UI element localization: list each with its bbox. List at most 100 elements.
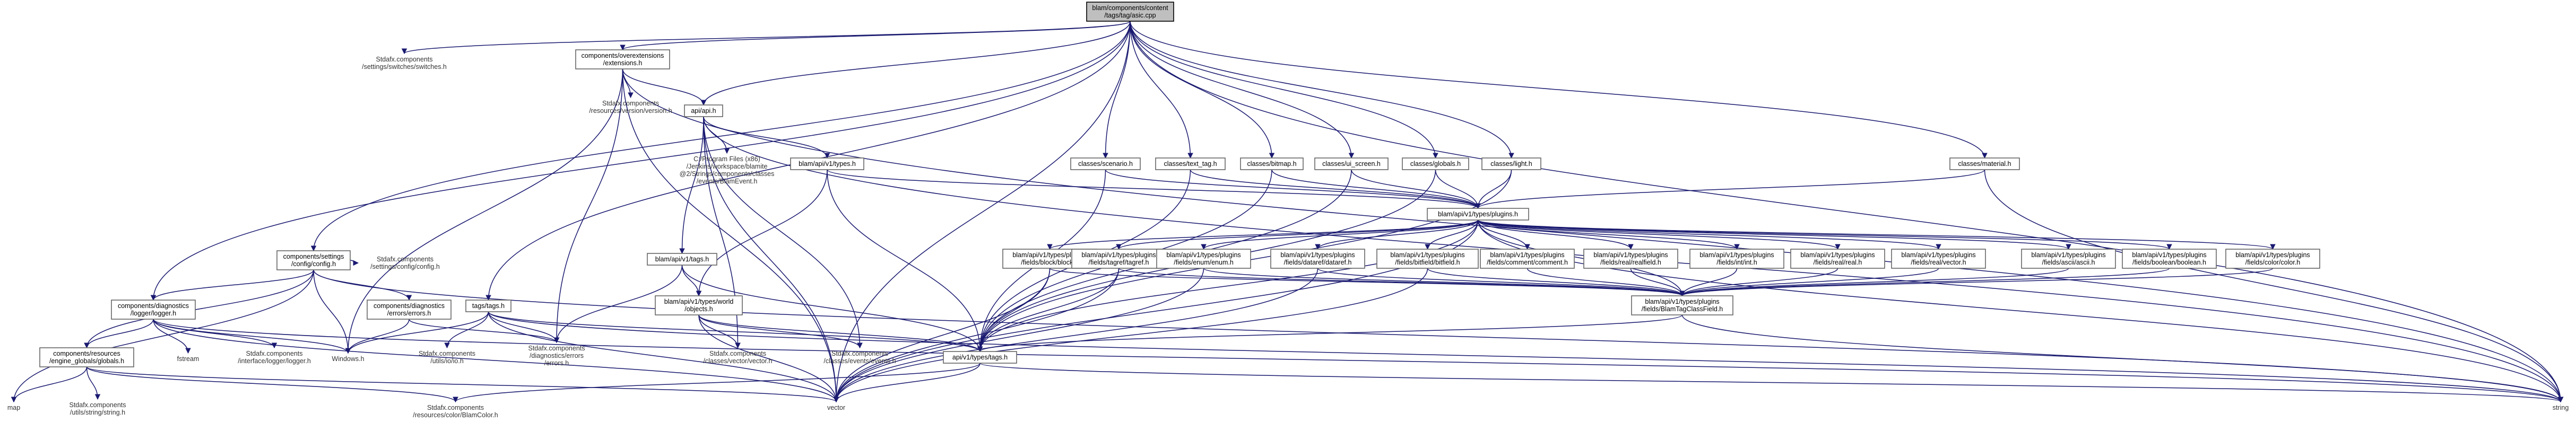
dependency-arrow [1130,21,1355,159]
node-globals[interactable]: classes/globals.h [1402,157,1469,170]
node-tagclassfield[interactable]: blam/api/v1/types/plugins/fields/BlamTag… [1631,295,1733,315]
dependency-arrow [1130,21,1988,159]
node-errorslib: Stdafx.components/diagnostics/errors/err… [528,345,585,367]
node-switches: Stdafx.components/settings/switches/swit… [362,56,447,71]
dependency-arrow [1425,219,1479,250]
node-f_bitfield[interactable]: blam/api/v1/types/plugins/fields/bitfiel… [1376,249,1479,269]
node-label-line: /utils/io/io.h [430,357,464,365]
node-world[interactable]: blam/api/v1/types/world/objects.h [655,295,743,315]
node-f_real[interactable]: blam/api/v1/types/plugins/fields/real/re… [1583,249,1678,269]
node-tagsh[interactable]: tags/tags.h [465,300,511,312]
dependency-arrow [1427,268,1685,297]
node-label-line: blam/api/v1/types/plugins [1280,251,1355,259]
node-material[interactable]: classes/material.h [1949,157,2020,170]
node-f_boolean[interactable]: blam/api/v1/types/plugins/fields/boolean… [2122,249,2217,269]
node-label-line: blam/api/v1/tags.h [655,256,709,263]
dependency-arrow [1047,219,1479,250]
dependency-arrow [444,311,489,349]
node-label-line: /config/config.h [291,260,336,268]
node-label-line: /fields/color/color.h [2245,259,2301,266]
node-label-line: /fields/BlamTagClassField.h [1642,305,1723,313]
node-label-line: /fields/int/int.h [1716,259,1757,266]
dependency-arrow [313,269,351,354]
dependency-arrow [681,265,983,353]
dependency-arrow [1679,268,2069,297]
node-label-line: C:/Program Files (x86) [693,155,760,163]
node-f_enum[interactable]: blam/api/v1/types/plugins/fields/enum/en… [1156,249,1251,269]
dependency-arrow [84,319,154,349]
dependency-arrow [345,68,623,354]
dependency-arrow [153,319,2563,403]
node-label-line: /events/BlamEvent.h [697,178,758,185]
node-f_vector[interactable]: blam/api/v1/types/plugins/fields/real/ve… [1891,249,1986,269]
node-label-line: classes/ui_screen.h [1322,160,1381,168]
node-label-line: /errors/errors.h [387,310,431,317]
node-label-line: classes/material.h [1958,160,2011,168]
dependency-arrow [553,265,683,344]
node-v1tags[interactable]: blam/api/v1/tags.h [647,253,717,266]
node-label-line: api/api.h [691,107,716,115]
node-label-line: /diagnostics/errors [530,352,584,359]
node-label-line: /extensions.h [603,59,643,67]
dependency-arrow [1130,21,1514,159]
node-f_color[interactable]: blam/api/v1/types/plugins/fields/color/c… [2225,249,2320,269]
node-label-line: /interface/logger/logger.h [238,357,311,365]
dependency-arrow [1679,268,2170,297]
dependency-arrow [1049,268,1685,297]
node-settingsconfig[interactable]: components/settings/config/config.h [276,250,351,270]
dependency-arrow [833,21,1131,403]
node-apitags[interactable]: api/v1/types/tags.h [943,351,1017,364]
node-resglobals[interactable]: components/resources/engine_globals/glob… [39,347,134,367]
node-label-line: /resources/version/version.h [589,107,672,115]
node-diagerrors[interactable]: components/diagnostics/errors/errors.h [367,300,452,320]
node-label-line: @2/Strings/components/classes [680,170,775,178]
node-stringstd: string [2553,404,2569,411]
node-api[interactable]: api/api.h [684,104,723,117]
node-label-line: /fields/enum/enum.h [1174,259,1234,266]
node-text_tag[interactable]: classes/text_tag.h [1155,157,1226,170]
dependency-arrow [681,265,702,297]
dependency-arrow [150,269,314,301]
node-label-line: /fields/dataref/dataref.h [1284,259,1352,266]
node-root[interactable]: blam/components/content/tags/tag/asic.cp… [1086,2,1174,22]
node-ui_screen[interactable]: classes/ui_screen.h [1314,157,1389,170]
node-label-line: blam/api/v1/types/plugins.h [1438,210,1518,218]
dependency-arrow [1679,268,1838,297]
node-f_dataref[interactable]: blam/api/v1/types/plugins/fields/dataref… [1270,249,1365,269]
dependency-arrow [409,319,560,344]
node-label-line: /engine_globals/globals.h [49,357,124,365]
node-diaglogger[interactable]: components/diagnostics/logger/logger.h [111,300,196,320]
node-bitmap[interactable]: classes/bitmap.h [1240,157,1304,170]
node-plugins[interactable]: blam/api/v1/types/plugins.h [1427,208,1529,221]
dependency-arrow [313,269,2563,403]
dependency-arrow [696,169,828,297]
node-overextensions[interactable]: components/overextensions/extensions.h [575,49,670,69]
node-label-line: blam/api/v1/types/plugins [1593,251,1668,259]
node-f_tagref[interactable]: blam/api/v1/types/plugins/fields/tagref/… [1071,249,1166,269]
dependency-arrow [153,319,839,403]
node-label-line: blam/api/v1/types/plugins [2031,251,2105,259]
dependency-arrow [488,311,839,403]
node-f_ascii[interactable]: blam/api/v1/types/plugins/fields/ascii/a… [2021,249,2116,269]
node-light[interactable]: classes/light.h [1481,157,1541,170]
node-label-line: Stdafx.components [831,350,888,357]
dependency-arrow [1351,169,1481,209]
node-f_int[interactable]: blam/api/v1/types/plugins/fields/int/int… [1689,249,1784,269]
node-label-line: /resources/color/BlamColor.h [413,411,498,419]
dependency-arrow [1477,219,2071,250]
dependency-arrow [827,169,1481,209]
node-v1types[interactable]: blam/api/v1/types.h [790,157,864,170]
dependency-arrow [833,268,1319,403]
node-f_realvec[interactable]: blam/api/v1/types/plugins/fields/real/re… [1790,249,1885,269]
node-label-line: blam/api/v1/types/plugins [1390,251,1464,259]
node-f_comment[interactable]: blam/api/v1/types/plugins/fields/comment… [1480,249,1575,269]
node-label-line: /Jenkins/workspace/blamite [687,163,768,170]
node-label-line: blam/api/v1/types/plugins [1081,251,1156,259]
dependency-arrow [833,268,1428,403]
node-label-line: tags/tags.h [472,302,505,310]
dependency-arrow [1201,219,1479,250]
dependency-arrow [698,314,983,353]
dependency-arrow [700,21,1131,106]
dependency-arrow [1679,268,2274,297]
node-scenario[interactable]: classes/scenario.h [1070,157,1141,170]
